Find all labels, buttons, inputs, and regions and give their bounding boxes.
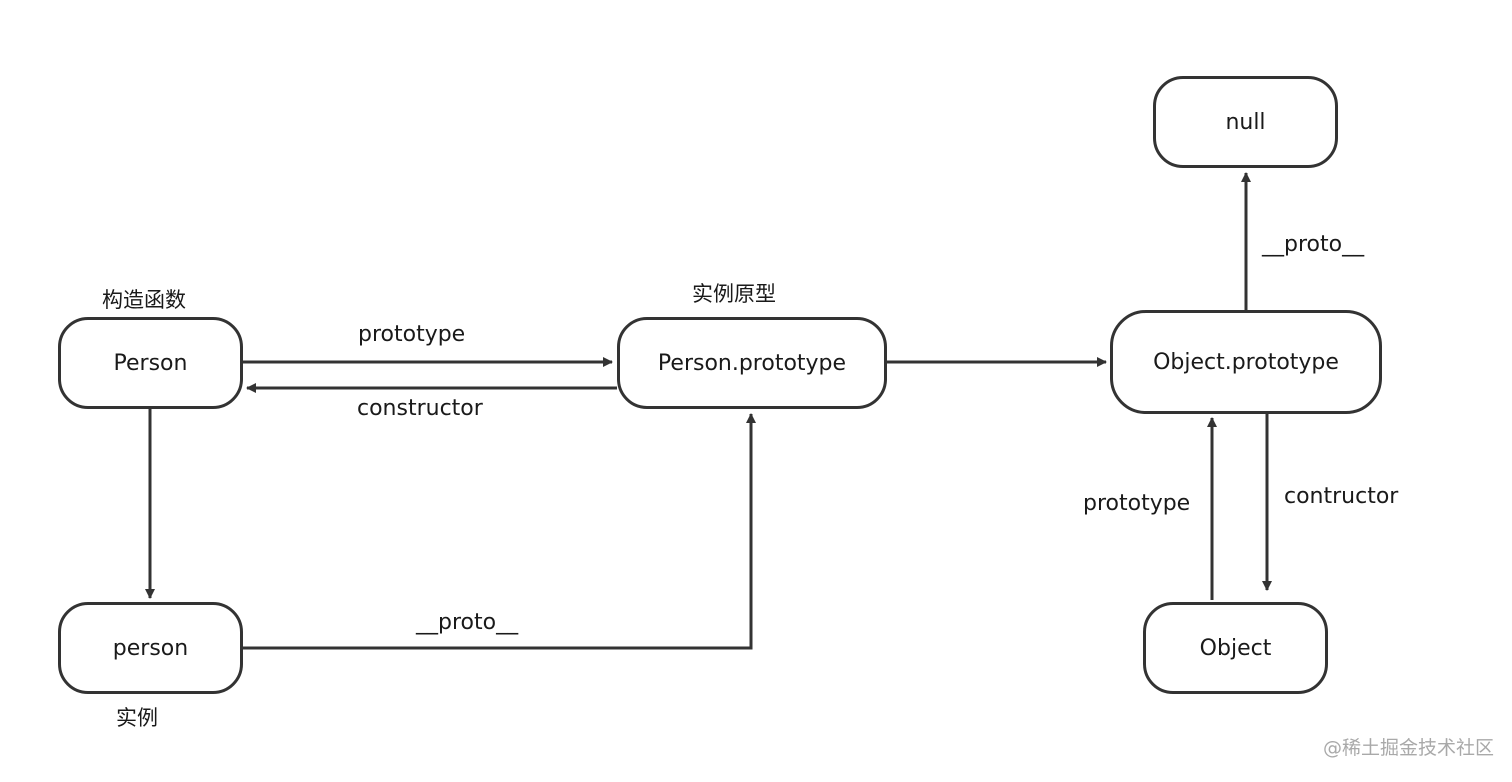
edge-instance-proto-arrow	[243, 413, 756, 650]
edge-label-proto-right: __proto__	[1262, 232, 1365, 257]
node-null-label: null	[1225, 109, 1266, 135]
node-null: null	[1153, 76, 1338, 168]
node-person-constructor: Person	[58, 317, 243, 409]
edge-label-prototype-top: prototype	[358, 322, 466, 347]
node-object-constructor: Object	[1143, 602, 1328, 694]
node-object-prototype: Object.prototype	[1110, 310, 1382, 414]
watermark: @稀土掘金技术社区	[1322, 737, 1494, 759]
node-person-prototype-label: Person.prototype	[657, 350, 847, 376]
node-object-constructor-label: Object	[1199, 635, 1272, 661]
node-person-instance: person	[58, 602, 243, 694]
node-person-constructor-label: Person	[113, 350, 188, 376]
edge-label-proto-bottom: __proto__	[416, 610, 519, 635]
node-person-instance-label: person	[112, 635, 189, 661]
node-object-prototype-label: Object.prototype	[1153, 349, 1339, 375]
caption-constructor-function: 构造函数	[102, 288, 186, 312]
node-person-prototype: Person.prototype	[617, 317, 887, 409]
edge-label-contructor-right: contructor	[1284, 484, 1399, 509]
caption-instance-prototype: 实例原型	[692, 282, 776, 306]
edge-label-prototype-right: prototype	[1083, 491, 1191, 516]
edge-label-constructor: constructor	[357, 396, 483, 421]
caption-instance: 实例	[116, 706, 158, 730]
